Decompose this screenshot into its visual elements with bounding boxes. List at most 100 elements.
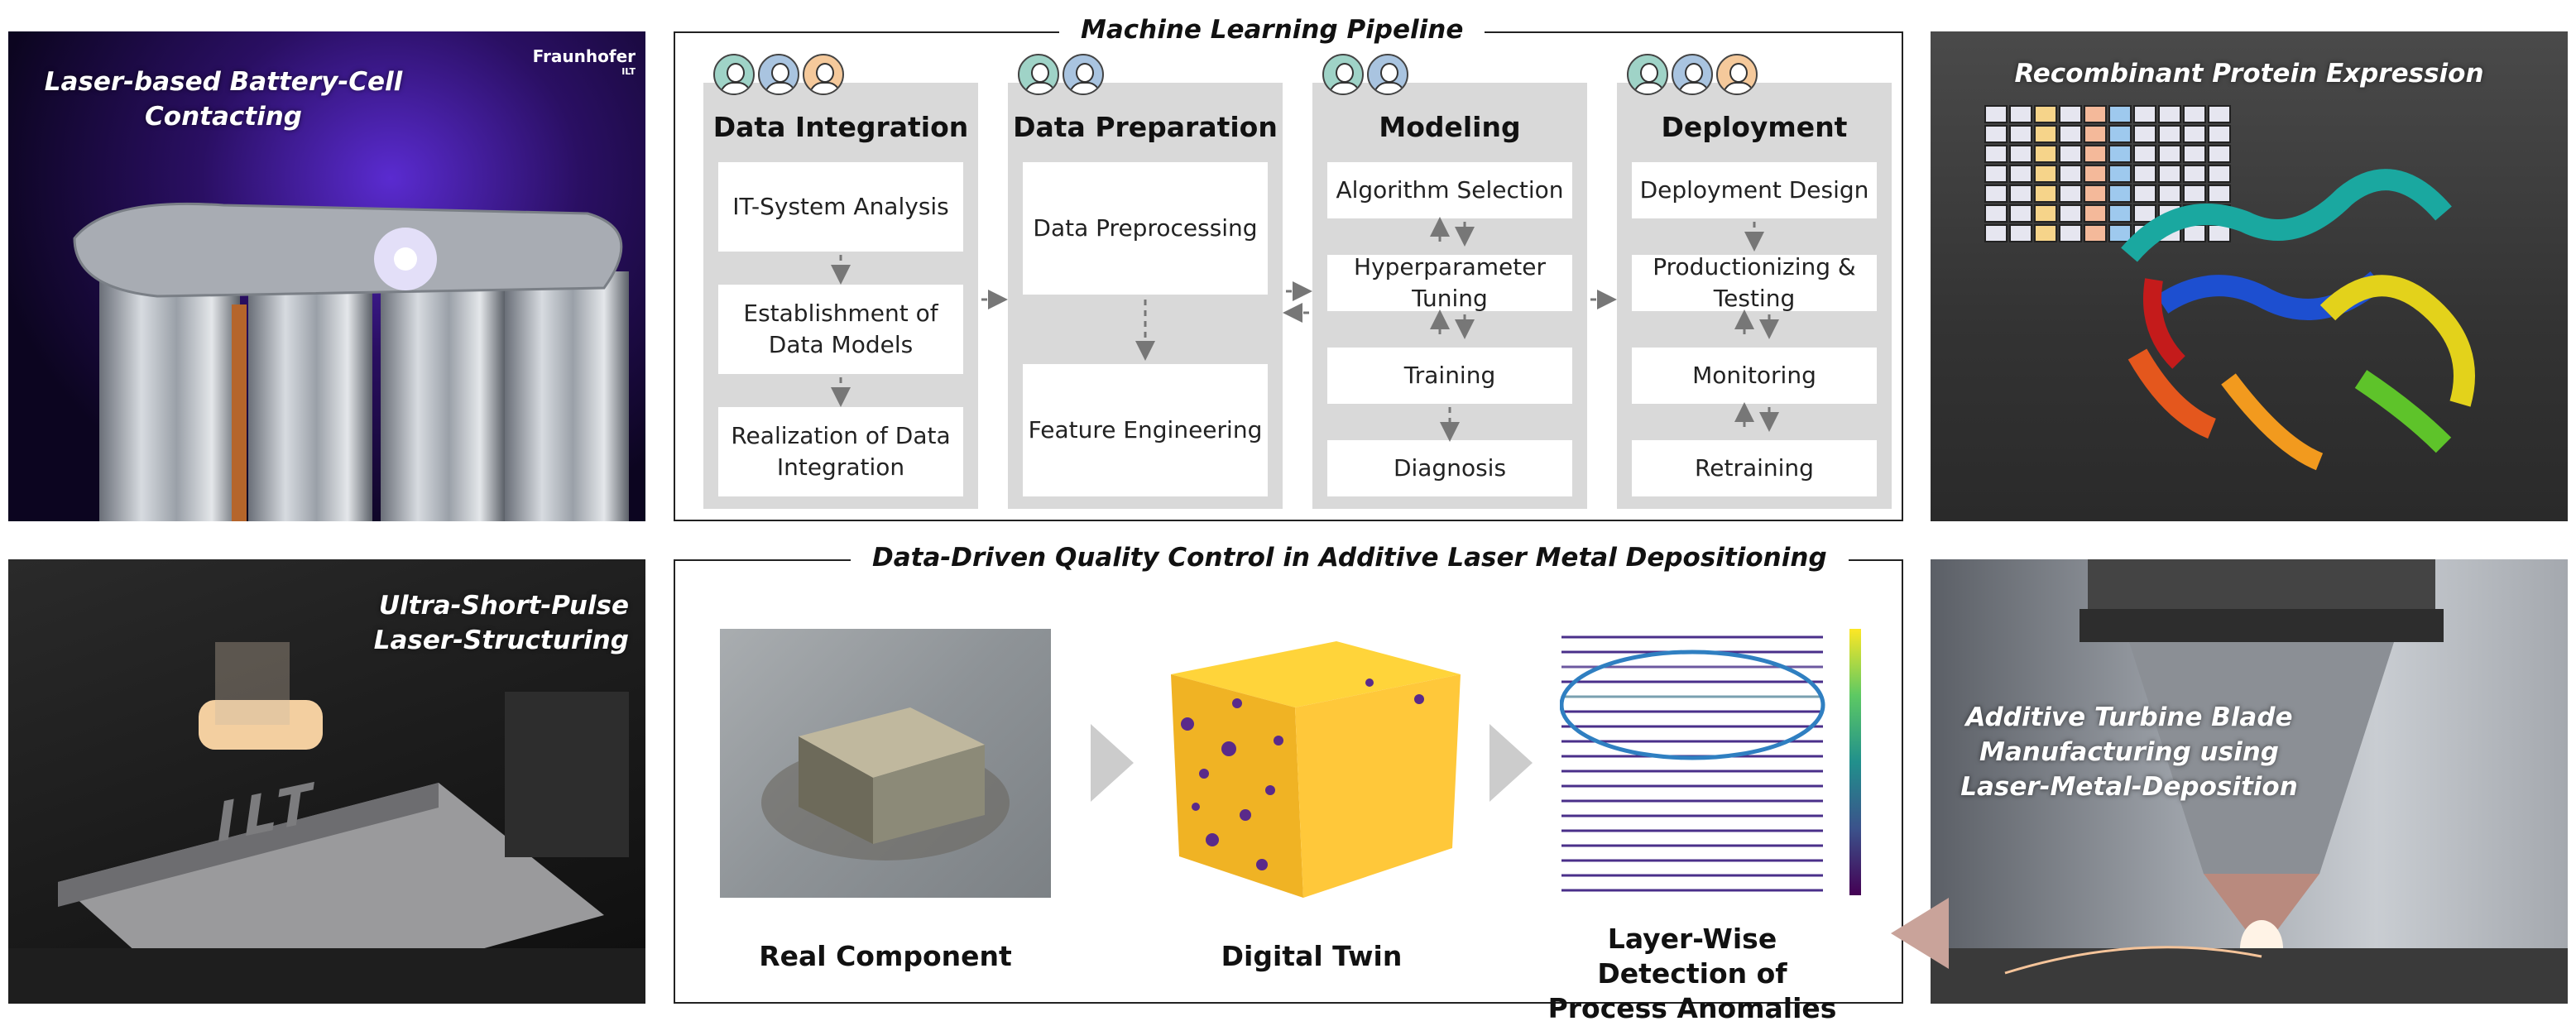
data-engineer-avatar-icon (1322, 54, 1364, 95)
column-title: Data Integration (712, 111, 969, 143)
box-retraining: Retraining (1632, 440, 1877, 496)
battery-contacting-photo: Laser-based Battery-Cell Contacting Frau… (8, 31, 645, 521)
data-engineer-avatar-icon (1018, 54, 1059, 95)
sequence-cell (2108, 105, 2132, 123)
sequence-cell (1984, 145, 2008, 163)
sequence-cell (2108, 204, 2132, 223)
turbine-manufacturing-photo: Additive Turbine Blade Manufacturing usi… (1931, 559, 2568, 1004)
box-realization-data-integration: Realization of Data Integration (718, 407, 963, 496)
colorbar (1849, 629, 1861, 895)
sequence-cell (2108, 224, 2132, 242)
sequence-cell (2059, 224, 2082, 242)
battery-cells-illustration (73, 202, 629, 521)
sequence-cell (2133, 105, 2156, 123)
sequence-cell (2158, 165, 2181, 183)
box-algorithm-selection: Algorithm Selection (1327, 162, 1572, 218)
sequence-cell (2158, 125, 2181, 143)
sequence-cell (2084, 145, 2107, 163)
domain-expert-avatar-icon (1716, 54, 1758, 95)
data-engineer-avatar-icon (1627, 54, 1668, 95)
protein-caption: Recombinant Protein Expression (2014, 59, 2484, 89)
sequence-cell (2059, 185, 2082, 203)
sequence-cell (2183, 165, 2206, 183)
anomaly-detection-label: Layer-Wise Detection of Process Anomalie… (1547, 923, 1837, 1024)
sequence-cell (2009, 145, 2032, 163)
it-specialist-avatar-icon (758, 54, 799, 95)
sequence-cell (2059, 165, 2082, 183)
it-specialist-avatar-icon (1367, 54, 1408, 95)
anomaly-highlight-ellipse (1560, 650, 1825, 760)
sequence-cell (2108, 125, 2132, 143)
sequence-cell (1984, 125, 2008, 143)
sequence-cell (2108, 165, 2132, 183)
box-monitoring: Monitoring (1632, 348, 1877, 404)
box-training: Training (1327, 348, 1572, 404)
sequence-cell (1984, 165, 2008, 183)
sequence-cell (2133, 145, 2156, 163)
sequence-cell (1984, 105, 2008, 123)
box-feature-engineering: Feature Engineering (1023, 364, 1268, 496)
sequence-cell (2084, 125, 2107, 143)
sequence-cell (2009, 165, 2032, 183)
protein-expression-photo: Recombinant Protein Expression (1931, 31, 2568, 521)
sequence-cell (2084, 165, 2107, 183)
real-component-label: Real Component (759, 940, 1012, 972)
data-engineer-avatar-icon (713, 54, 755, 95)
digital-twin-image (1154, 625, 1469, 906)
digital-twin-label: Digital Twin (1221, 940, 1403, 972)
sequence-cell (2158, 105, 2181, 123)
usp-machine-illustration (8, 642, 645, 1004)
sequence-cell (2034, 105, 2057, 123)
sequence-cell (2084, 185, 2107, 203)
lmd-nozzle-illustration (1931, 559, 2568, 1004)
ml-pipeline-title: Machine Learning Pipeline (1059, 13, 1485, 46)
column-title: Data Preparation (1013, 111, 1278, 143)
usp-structuring-photo: ILT Ultra-Short-Pulse Laser-Structuring (8, 559, 645, 1004)
sequence-cell (2183, 125, 2206, 143)
sequence-cell (2183, 185, 2206, 203)
sequence-cell (2208, 185, 2231, 203)
column-data-preparation: Data Preparation Data Preprocessing Feat… (1008, 83, 1283, 509)
turbine-caption: Additive Turbine Blade Manufacturing usi… (1960, 702, 2298, 802)
fraunhofer-logo-sub: ILT (621, 66, 636, 77)
sequence-cell (2158, 185, 2181, 203)
sequence-cell (2158, 145, 2181, 163)
sequence-cell (2059, 125, 2082, 143)
digital-twin-cube (1171, 641, 1461, 898)
sequence-cell (2084, 204, 2107, 223)
sequence-cell (2108, 185, 2132, 203)
layer-lines (1561, 635, 1823, 892)
sequence-cell (2059, 145, 2082, 163)
sequence-cell (1984, 204, 2008, 223)
sequence-cell (2059, 105, 2082, 123)
sequence-cell (2208, 165, 2231, 183)
sequence-cell (2034, 204, 2057, 223)
protein-structure-illustration (1984, 105, 2475, 471)
real-component-image (720, 629, 1051, 898)
sequence-cell (2133, 165, 2156, 183)
box-hyperparameter-tuning: Hyperparameter Tuning (1327, 253, 1572, 312)
it-specialist-avatar-icon (1063, 54, 1104, 95)
sequence-cell (2183, 105, 2206, 123)
sequence-cell (2208, 224, 2231, 242)
sequence-cell (2108, 145, 2132, 163)
sequence-cell (2034, 125, 2057, 143)
column-deployment: Deployment Deployment Design Productioni… (1617, 83, 1892, 509)
sequence-cell (2084, 224, 2107, 242)
box-data-preprocessing: Data Preprocessing (1023, 162, 1268, 295)
box-it-system-analysis: IT-System Analysis (718, 162, 963, 252)
sequence-cell (2009, 125, 2032, 143)
fraunhofer-logo: Fraunhofer ILT (533, 46, 636, 77)
column-title: Modeling (1379, 111, 1521, 143)
sequence-cell (2034, 224, 2057, 242)
domain-expert-avatar-icon (803, 54, 844, 95)
box-diagnosis: Diagnosis (1327, 440, 1572, 496)
battery-caption: Laser-based Battery-Cell Contacting (44, 67, 403, 132)
sequence-cell (1984, 224, 2008, 242)
sequence-cell (2133, 125, 2156, 143)
column-data-integration: Data Integration IT-System Analysis Esta… (703, 83, 978, 509)
metal-cube-illustration (761, 707, 1010, 861)
sequence-cell (2133, 204, 2156, 223)
layer-plot (1560, 629, 1861, 895)
sequence-cell (2084, 105, 2107, 123)
